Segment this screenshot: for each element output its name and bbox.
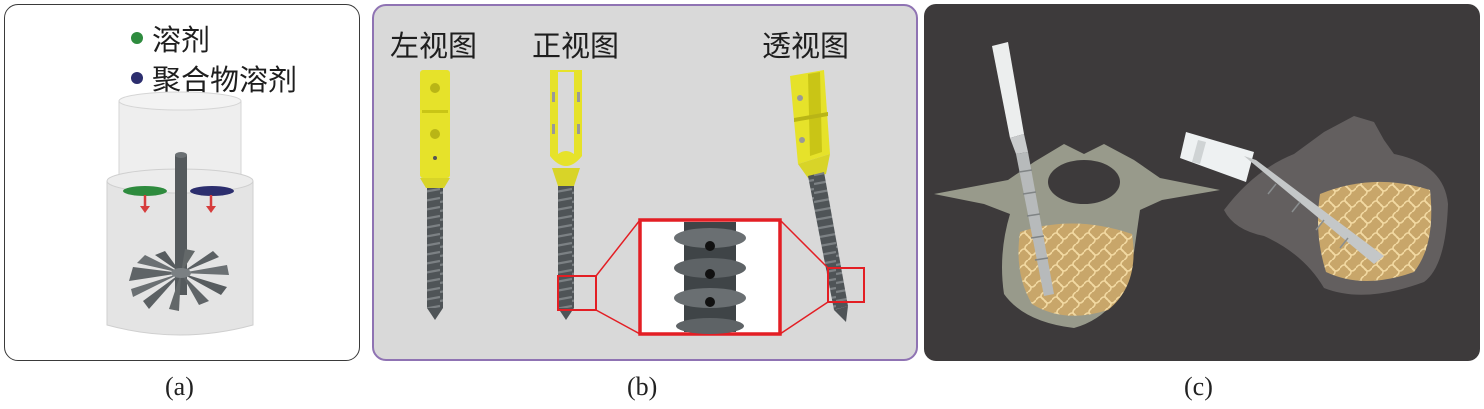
screw-front-view	[550, 70, 582, 320]
mixer-illustration	[106, 91, 254, 336]
screw-left-view	[420, 70, 450, 320]
shaft-top	[175, 152, 187, 158]
vertebra-side-view	[1224, 116, 1448, 295]
upper-cylinder-top	[118, 91, 242, 111]
panel-c-vertebra-render	[924, 4, 1480, 361]
zoom-source-box-front	[557, 275, 597, 311]
solvent-disc	[123, 186, 167, 196]
panel-b-screw-views: 左视图 正视图 透视图	[372, 4, 918, 361]
solvent-arrowhead	[140, 206, 150, 213]
caption-c: (c)	[1184, 372, 1213, 401]
zoom-source-box-perspective	[827, 267, 865, 303]
screw-perspective-view	[790, 70, 848, 322]
vertebra-illustration	[934, 42, 1448, 328]
impeller	[129, 249, 229, 311]
zoom-line-4	[779, 301, 829, 335]
legend-item-solvent: 溶剂	[131, 17, 210, 59]
polymer-arrowhead	[206, 206, 216, 213]
legend-dot-solvent	[131, 32, 143, 44]
zoom-line-2	[595, 309, 641, 335]
screw-illustrations	[420, 70, 865, 336]
zoom-line-3	[779, 219, 829, 269]
screw-inserted-side	[1180, 132, 1384, 264]
view-label-perspective: 透视图	[762, 29, 850, 63]
screw-inserted-top	[992, 42, 1054, 296]
legend-dot-polymer-solvent	[131, 72, 143, 84]
legend-label-polymer-solvent: 聚合物溶剂	[152, 63, 298, 97]
vertebra-top-view	[934, 144, 1220, 328]
legend-label-solvent: 溶剂	[152, 23, 211, 57]
legend-item-polymer-solvent: 聚合物溶剂	[131, 57, 297, 99]
view-label-left: 左视图	[390, 29, 478, 63]
caption-b: (b)	[627, 372, 658, 401]
zoom-inset	[638, 218, 782, 336]
view-label-front: 正视图	[532, 29, 620, 63]
panel-a-mixer: 溶剂 聚合物溶剂	[4, 4, 360, 361]
zoom-line-1	[595, 219, 641, 277]
caption-a: (a)	[165, 372, 194, 401]
polymer-solvent-disc	[190, 186, 234, 196]
